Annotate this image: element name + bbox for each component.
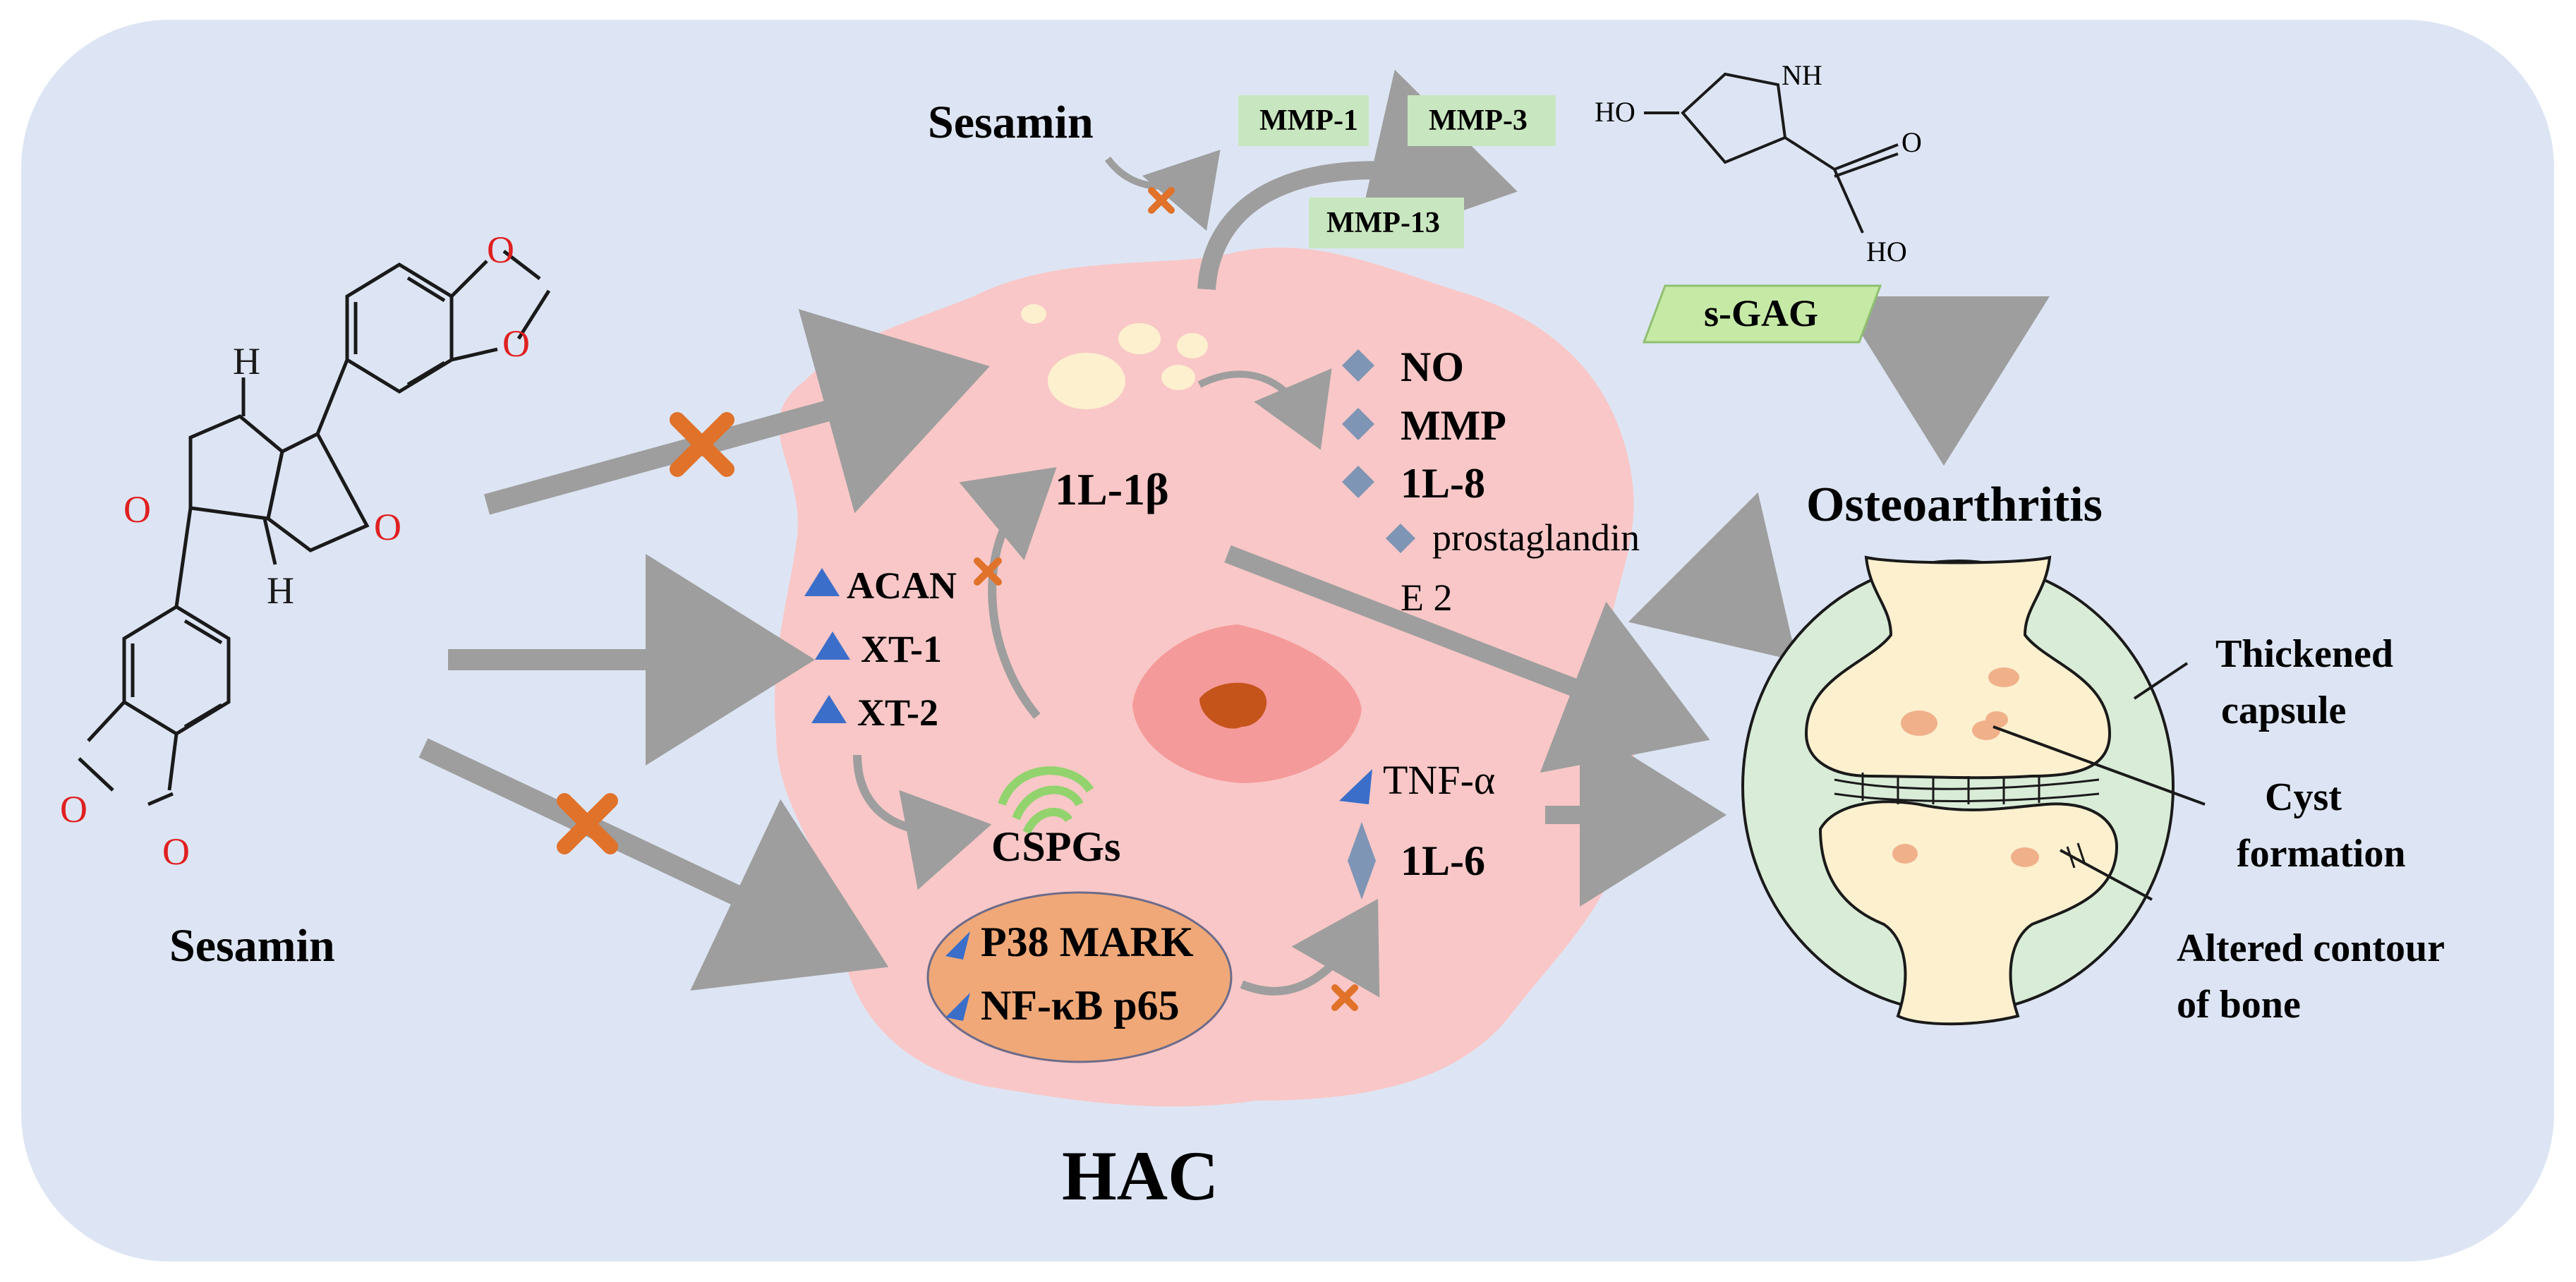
hyp-ho2-label: HO (1866, 236, 1907, 267)
oxygen-label: O (162, 830, 190, 873)
mmp13-label: MMP-13 (1326, 207, 1440, 239)
marker-tnfa (1339, 769, 1372, 804)
marker-nfkb (945, 993, 970, 1021)
inhibit-cross-small-il6 (1331, 984, 1358, 1011)
mmp1-label: MMP-1 (1259, 104, 1358, 137)
sgag-label: s-GAG (1704, 292, 1818, 334)
hydrogen-label: H (267, 569, 294, 612)
cspgs-label: CSPGs (991, 823, 1120, 870)
arrows (418, 69, 2050, 998)
il1b-label: 1L-1β (1055, 464, 1169, 514)
inhibit-cross-small-cspg (974, 557, 1002, 586)
sesamin-structure (78, 250, 551, 806)
hyp-o-label: O (1901, 126, 1922, 158)
capsule-label: capsule (2221, 689, 2346, 732)
tnfa-label: TNF-α (1383, 757, 1495, 803)
oxygen-label: O (374, 506, 401, 548)
upper-bone (1804, 555, 2112, 780)
leader-lines (1993, 662, 2206, 901)
p38-mark-label: P38 MARK (981, 919, 1194, 965)
marker-il6 (1348, 822, 1376, 900)
mediator-e2: E 2 (1401, 576, 1453, 619)
hac-label: HAC (1062, 1137, 1219, 1215)
sesamin-atoms: O O O O O O H H (60, 229, 530, 873)
oxygen-label: O (487, 229, 514, 271)
nucleus (1132, 624, 1362, 783)
oxygen-label: O (502, 322, 530, 365)
nfkb-p65-label: NF-κB p65 (981, 982, 1180, 1029)
gene-acan: ACAN (847, 564, 957, 607)
inhibit-cross-lower (557, 793, 618, 854)
osteoarthritis-label: Osteoarthritis (1806, 478, 2103, 532)
oxygen-label: O (123, 488, 151, 531)
marker-p38 (945, 931, 970, 960)
il6-label: 1L-6 (1401, 837, 1485, 884)
of-bone-label: of bone (2177, 983, 2301, 1027)
joint-illustration (1741, 555, 2206, 1026)
altered-contour-label: Altered contour (2177, 926, 2445, 970)
joint-space-lines (1834, 773, 2100, 869)
cyst-spots (1892, 667, 2039, 867)
cell-debris (1021, 304, 1208, 409)
mediator-markers (1342, 349, 1415, 553)
mmp3-label: MMP-3 (1429, 104, 1528, 137)
hydrogen-label: H (233, 340, 260, 382)
inhibit-cross-upper (670, 412, 734, 477)
mediator-prostaglandin: prostaglandin (1432, 516, 1640, 559)
signaling-ellipse (926, 891, 1233, 1063)
formation-label: formation (2237, 832, 2406, 876)
inhibition-marks (557, 187, 1358, 1011)
oxygen-label: O (60, 788, 87, 830)
mmp13-box (1309, 198, 1464, 248)
mediator-mmp: MMP (1401, 402, 1506, 449)
hyp-nh-label: NH (1782, 59, 1822, 91)
cspgs-icon (998, 766, 1094, 835)
sesamin-bottom-label: Sesamin (169, 920, 335, 972)
cyst-label: Cyst (2265, 775, 2342, 819)
inhibit-cross-small-top (1148, 187, 1175, 214)
mmp3-box (1408, 95, 1556, 146)
hyp-ho-label: HO (1595, 96, 1635, 128)
mediator-no: NO (1401, 344, 1464, 390)
sesamin-top-label: Sesamin (928, 97, 1094, 148)
thickened-label: Thickened (2215, 632, 2393, 676)
mmp1-box (1238, 95, 1369, 146)
gene-xt2: XT-2 (857, 691, 938, 734)
gene-xt1: XT-1 (861, 628, 942, 670)
mediator-il8: 1L-8 (1401, 460, 1485, 507)
hydroxyproline-structure (1644, 72, 1899, 234)
sgag-box (1642, 284, 1882, 344)
